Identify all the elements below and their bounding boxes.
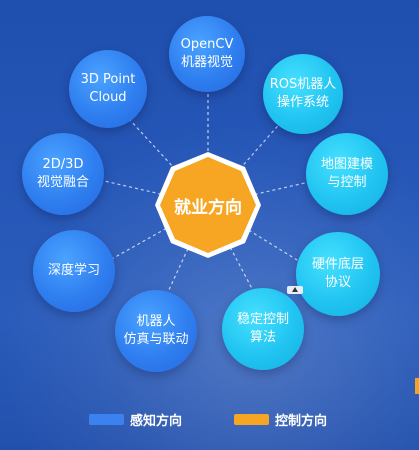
pointer-icon bbox=[287, 286, 303, 294]
center-label: 就业方向 bbox=[174, 197, 242, 218]
legend-control-label: 控制方向 bbox=[275, 413, 328, 429]
node-stable: 稳定控制 算法 bbox=[222, 288, 304, 370]
center-node: 就业方向 bbox=[153, 150, 263, 260]
node-hardware-label: 硬件底层 协议 bbox=[311, 257, 364, 290]
node-stable-label: 稳定控制 算法 bbox=[236, 312, 289, 345]
legend-sense-swatch bbox=[89, 413, 124, 425]
node-robotsim-label: 机器人 仿真与联动 bbox=[123, 314, 189, 347]
legend-sense: 感知方向 bbox=[89, 411, 183, 429]
node-robotsim: 机器人 仿真与联动 bbox=[115, 290, 197, 372]
node-hardware: 硬件底层 协议 bbox=[296, 232, 380, 316]
legend-control-swatch bbox=[234, 413, 269, 425]
node-opencv: OpenCV 机器视觉 bbox=[169, 16, 245, 92]
legend-sense-label: 感知方向 bbox=[130, 413, 183, 429]
center-octagon-shape bbox=[155, 152, 261, 258]
node-deeplearn-label: 深度学习 bbox=[47, 263, 100, 278]
node-deeplearn: 深度学习 bbox=[33, 230, 115, 312]
legend-control: 控制方向 bbox=[234, 411, 328, 429]
node-fusion: 2D/3D 视觉融合 bbox=[22, 133, 104, 215]
node-map: 地图建模 与控制 bbox=[306, 133, 388, 215]
node-fusion-label: 2D/3D 视觉融合 bbox=[36, 157, 89, 190]
edge-accent-mark bbox=[415, 378, 419, 394]
node-opencv-label: OpenCV 机器视觉 bbox=[180, 37, 234, 70]
node-ros-label: ROS机器人 操作系统 bbox=[269, 77, 337, 110]
node-ros: ROS机器人 操作系统 bbox=[263, 54, 343, 134]
node-pointcloud: 3D Point Cloud bbox=[69, 50, 147, 128]
node-map-label: 地图建模 与控制 bbox=[320, 157, 373, 190]
node-pointcloud-label: 3D Point Cloud bbox=[80, 72, 136, 105]
